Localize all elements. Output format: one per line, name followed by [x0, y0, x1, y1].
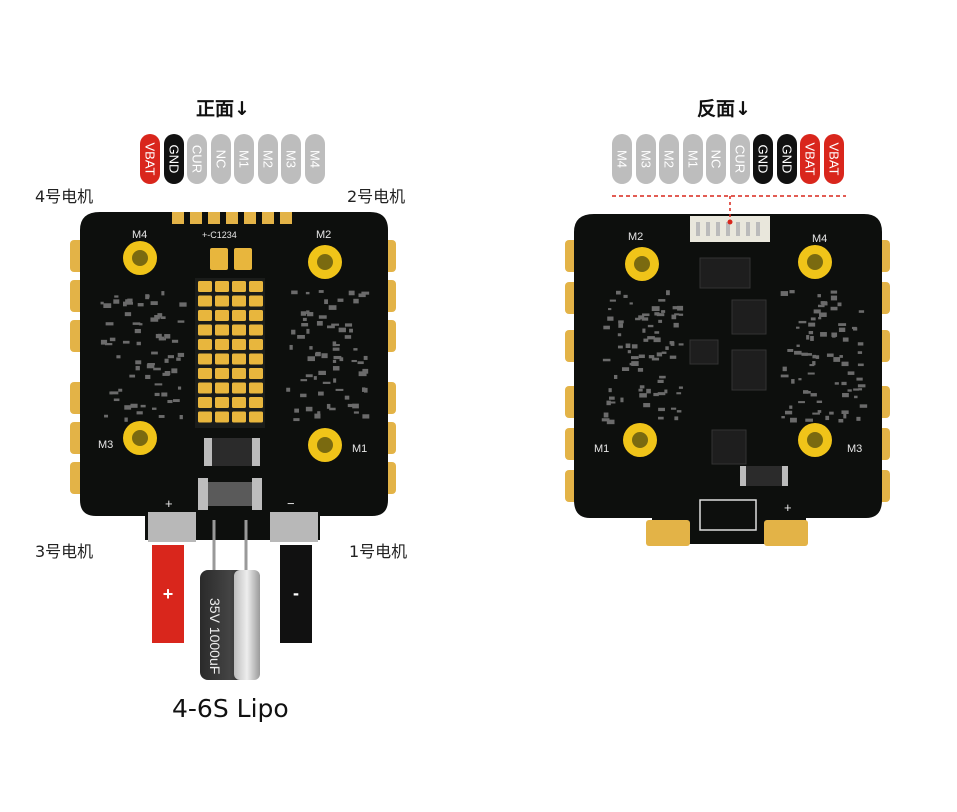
- battery-label: 4-6S Lipo: [172, 694, 289, 723]
- motor-4-label: 4号电机: [35, 187, 94, 206]
- back-pin-m3: M3: [635, 134, 656, 184]
- back-pin-cur: CUR: [729, 134, 750, 184]
- back-m3-silk: M3: [847, 443, 862, 455]
- front-m3-silk: M3: [98, 439, 113, 451]
- positive-wire: [152, 545, 184, 643]
- front-board: [70, 212, 396, 542]
- front-title: 正面↓: [196, 98, 250, 120]
- front-header-silk: +-C1234: [202, 230, 237, 240]
- back-m2-silk: M2: [628, 231, 643, 243]
- back-title: 反面↓: [697, 98, 751, 120]
- front-m1-silk: M1: [352, 443, 367, 455]
- negative-wire: [280, 545, 312, 643]
- front-pin-m2: M2: [257, 134, 278, 184]
- motor-1-label: 1号电机: [349, 542, 408, 561]
- motor-2-label: 2号电机: [347, 187, 406, 206]
- front-pin-m3: M3: [281, 134, 301, 184]
- back-pin-m4: M4: [612, 134, 632, 184]
- front-plus-silk: +: [165, 496, 173, 511]
- negative-wire-symbol: -: [293, 583, 299, 603]
- positive-wire-symbol: +: [163, 584, 174, 604]
- back-pin-m2: M2: [659, 134, 679, 184]
- motor-3-label: 3号电机: [35, 542, 94, 561]
- back-pin-gnd: GND: [776, 134, 797, 184]
- back-pin-nc: NC: [706, 134, 726, 184]
- front-m2-silk: M2: [316, 229, 331, 241]
- back-plus-silk: +: [784, 500, 792, 515]
- back-m4-silk: M4: [812, 233, 827, 245]
- front-pin-m1: M1: [234, 134, 254, 184]
- front-pin-m4: M4: [304, 134, 325, 184]
- back-pin-vbat: VBAT: [823, 134, 844, 184]
- front-m4-silk: M4: [132, 229, 147, 241]
- back-pin-gnd: GND: [753, 134, 773, 184]
- back-m1-silk: M1: [594, 443, 609, 455]
- capacitor: 35V 1000uF: [200, 520, 260, 680]
- capacitor-label: 35V 1000uF: [207, 598, 223, 674]
- back-board: [565, 214, 890, 546]
- back-pin-vbat: VBAT: [800, 134, 820, 184]
- front-minus-silk: −: [287, 496, 295, 511]
- front-pin-gnd: GND: [163, 134, 184, 184]
- front-pin-nc: NC: [210, 134, 231, 184]
- back-pin-m1: M1: [682, 134, 703, 184]
- front-pin-cur: CUR: [187, 134, 207, 184]
- front-pin-vbat: VBAT: [140, 134, 160, 184]
